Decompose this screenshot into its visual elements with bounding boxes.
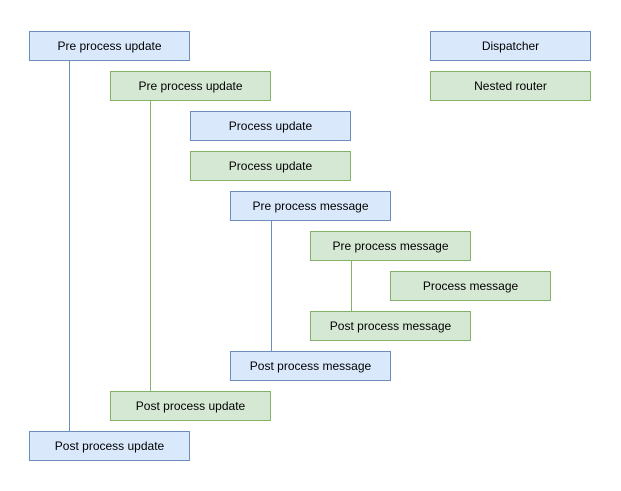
node-pre-process-message-green[interactable]: Pre process message [310, 231, 471, 261]
node-label: Post process message [329, 319, 452, 333]
node-label: Pre process update [57, 39, 162, 53]
node-pre-process-update-green[interactable]: Pre process update [110, 71, 271, 101]
node-label: Process message [422, 279, 519, 293]
node-post-process-message-blue[interactable]: Post process message [230, 351, 391, 381]
connector-pre-post-process-message-inner [351, 261, 352, 311]
legend-item-nested-router[interactable]: Nested router [430, 71, 591, 101]
node-label: Post process update [54, 439, 165, 453]
node-label: Post process update [135, 399, 246, 413]
legend-item-dispatcher[interactable]: Dispatcher [430, 31, 591, 61]
node-label: Post process message [249, 359, 372, 373]
node-pre-process-message-blue[interactable]: Pre process message [230, 191, 391, 221]
node-post-process-message-green[interactable]: Post process message [310, 311, 471, 341]
connector-pre-post-process-update-inner [150, 101, 151, 391]
connector-pre-post-process-update-outer [69, 61, 70, 431]
node-label: Process update [228, 159, 313, 173]
node-label: Pre process message [332, 239, 449, 253]
node-process-update-blue[interactable]: Process update [190, 111, 351, 141]
node-pre-process-update-blue[interactable]: Pre process update [29, 31, 190, 61]
node-label: Process update [228, 119, 313, 133]
node-post-process-update-blue[interactable]: Post process update [29, 431, 190, 461]
node-process-update-green[interactable]: Process update [190, 151, 351, 181]
legend-item-label: Dispatcher [481, 39, 540, 53]
node-label: Pre process message [252, 199, 369, 213]
node-label: Pre process update [138, 79, 243, 93]
legend-item-label: Nested router [474, 79, 547, 93]
node-process-message-green[interactable]: Process message [390, 271, 551, 301]
connector-pre-post-process-message-outer [271, 221, 272, 351]
node-post-process-update-green[interactable]: Post process update [110, 391, 271, 421]
